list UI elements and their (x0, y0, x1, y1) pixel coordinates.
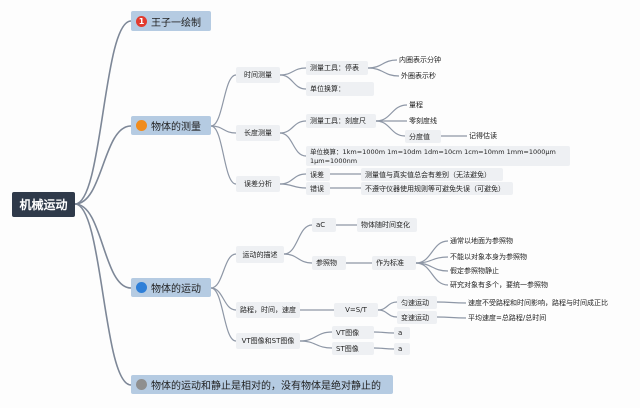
branch-relative-motion-label: 物体的运动和静止是相对的，没有物体是绝对静止的 (151, 381, 381, 392)
connector-line (367, 59, 398, 69)
ac-node[interactable]: aC (312, 218, 336, 232)
branch-measurement-label: 物体的测量 (151, 122, 201, 133)
length-tool-node[interactable]: 测量工具：刻度尺 (306, 114, 376, 128)
division-node[interactable]: 分度值 (405, 130, 441, 143)
variable-desc-node[interactable]: 平均速度=总路程/总时间 (468, 314, 547, 322)
length-units-node[interactable]: 单位换算：1km=1000m 1m=10dm 1dm=10cm 1cm=10mm… (306, 146, 570, 166)
connector-line (415, 262, 449, 286)
speed-formula-node[interactable]: V=S/T (334, 303, 378, 317)
uniform-motion-node[interactable]: 匀速运动 (397, 296, 437, 309)
range-node[interactable]: 量程 (409, 101, 423, 109)
st-graph-node[interactable]: ST图像 (332, 342, 374, 355)
branch-motion-label: 物体的运动 (151, 284, 201, 295)
connector-line (210, 125, 237, 185)
connector-line (283, 253, 313, 264)
number-badge-icon (136, 282, 147, 293)
mistake-desc-node[interactable]: 不遵守仪器使用规则等可避免失误（可避免） (361, 182, 513, 195)
connector-line (283, 224, 313, 255)
variable-motion-node[interactable]: 变速运动 (397, 311, 437, 324)
connector-line (74, 125, 132, 205)
connector-line (279, 67, 307, 76)
ref-rule-2[interactable]: 不能以对象本身为参照物 (450, 253, 527, 261)
connector-line (210, 74, 237, 127)
connector-line (279, 173, 307, 185)
connector-line (74, 203, 132, 386)
branch-relative-motion[interactable]: 物体的运动和静止是相对的，没有物体是绝对静止的 (131, 375, 393, 394)
error-desc-node[interactable]: 测量值与真实值总会有差别（无法避免） (361, 168, 503, 181)
branch-author-label: 王子一绘制 (151, 17, 201, 29)
outer-circle-node[interactable]: 外圈表示秒 (401, 72, 436, 80)
time-measure-node[interactable]: 时间测量 (236, 67, 280, 83)
length-measure-node[interactable]: 长度测量 (236, 125, 280, 141)
distance-time-speed-node[interactable]: 路程，时间，速度 (236, 302, 300, 318)
inner-circle-node[interactable]: 内圈表示分钟 (399, 56, 441, 64)
branch-author[interactable]: 1 王子一绘制 (131, 11, 211, 31)
connector-line (299, 331, 333, 342)
connector-line (279, 120, 307, 134)
connector-line (375, 120, 406, 137)
ref-rule-4[interactable]: 研究对象有多个，要统一参照物 (450, 281, 548, 289)
connector-line (367, 67, 400, 77)
connector-line (210, 253, 237, 289)
zero-line-node[interactable]: 零刻度线 (409, 117, 437, 125)
motion-desc-node[interactable]: 运动的描述 (236, 246, 284, 263)
branch-motion[interactable]: 物体的运动 (131, 278, 211, 297)
number-badge-icon (136, 379, 147, 390)
uniform-desc-node[interactable]: 速度不受路程和时间影响，路程与时间成正比 (468, 299, 608, 307)
number-badge-icon (136, 120, 147, 131)
time-units-node[interactable]: 单位换算： (306, 82, 374, 96)
connector-line (279, 132, 307, 157)
number-badge-icon: 1 (136, 15, 147, 27)
reference-node[interactable]: 参照物 (312, 256, 346, 270)
ref-rule-1[interactable]: 通常以地面为参照物 (450, 237, 513, 245)
connector-line (210, 287, 237, 311)
st-graph-value[interactable]: a (394, 343, 410, 355)
vt-graph-value[interactable]: a (394, 327, 410, 339)
ref-rule-3[interactable]: 假定参照物静止 (450, 267, 499, 275)
connector-line (279, 183, 307, 189)
connector-line (210, 125, 237, 134)
standard-node[interactable]: 作为标准 (372, 256, 416, 270)
root-node[interactable]: 机械运动 (12, 192, 75, 217)
graph-node[interactable]: VT图像和ST图像 (236, 333, 300, 349)
connector-line (436, 301, 467, 304)
mistake-node[interactable]: 错误 (306, 182, 330, 195)
connector-line (279, 74, 307, 90)
error-analysis-node[interactable]: 误差分析 (236, 176, 280, 192)
connector-line (436, 316, 467, 319)
time-tool-node[interactable]: 测量工具：停表 (306, 61, 368, 75)
error-node[interactable]: 误差 (306, 168, 330, 181)
ac-desc-node[interactable]: 物体随时间变化 (357, 218, 417, 232)
vt-graph-node[interactable]: VT图像 (332, 326, 374, 339)
connector-line (299, 340, 333, 349)
connector-line (74, 203, 132, 289)
connector-line (377, 309, 398, 318)
connector-line (375, 104, 408, 122)
connector-line (377, 301, 398, 311)
connector-line (74, 20, 132, 205)
estimate-node[interactable]: 记得估读 (469, 132, 497, 140)
connector-line (210, 287, 237, 342)
connector-line (373, 331, 395, 334)
connector-line (373, 347, 395, 350)
branch-measurement[interactable]: 物体的测量 (131, 116, 211, 135)
